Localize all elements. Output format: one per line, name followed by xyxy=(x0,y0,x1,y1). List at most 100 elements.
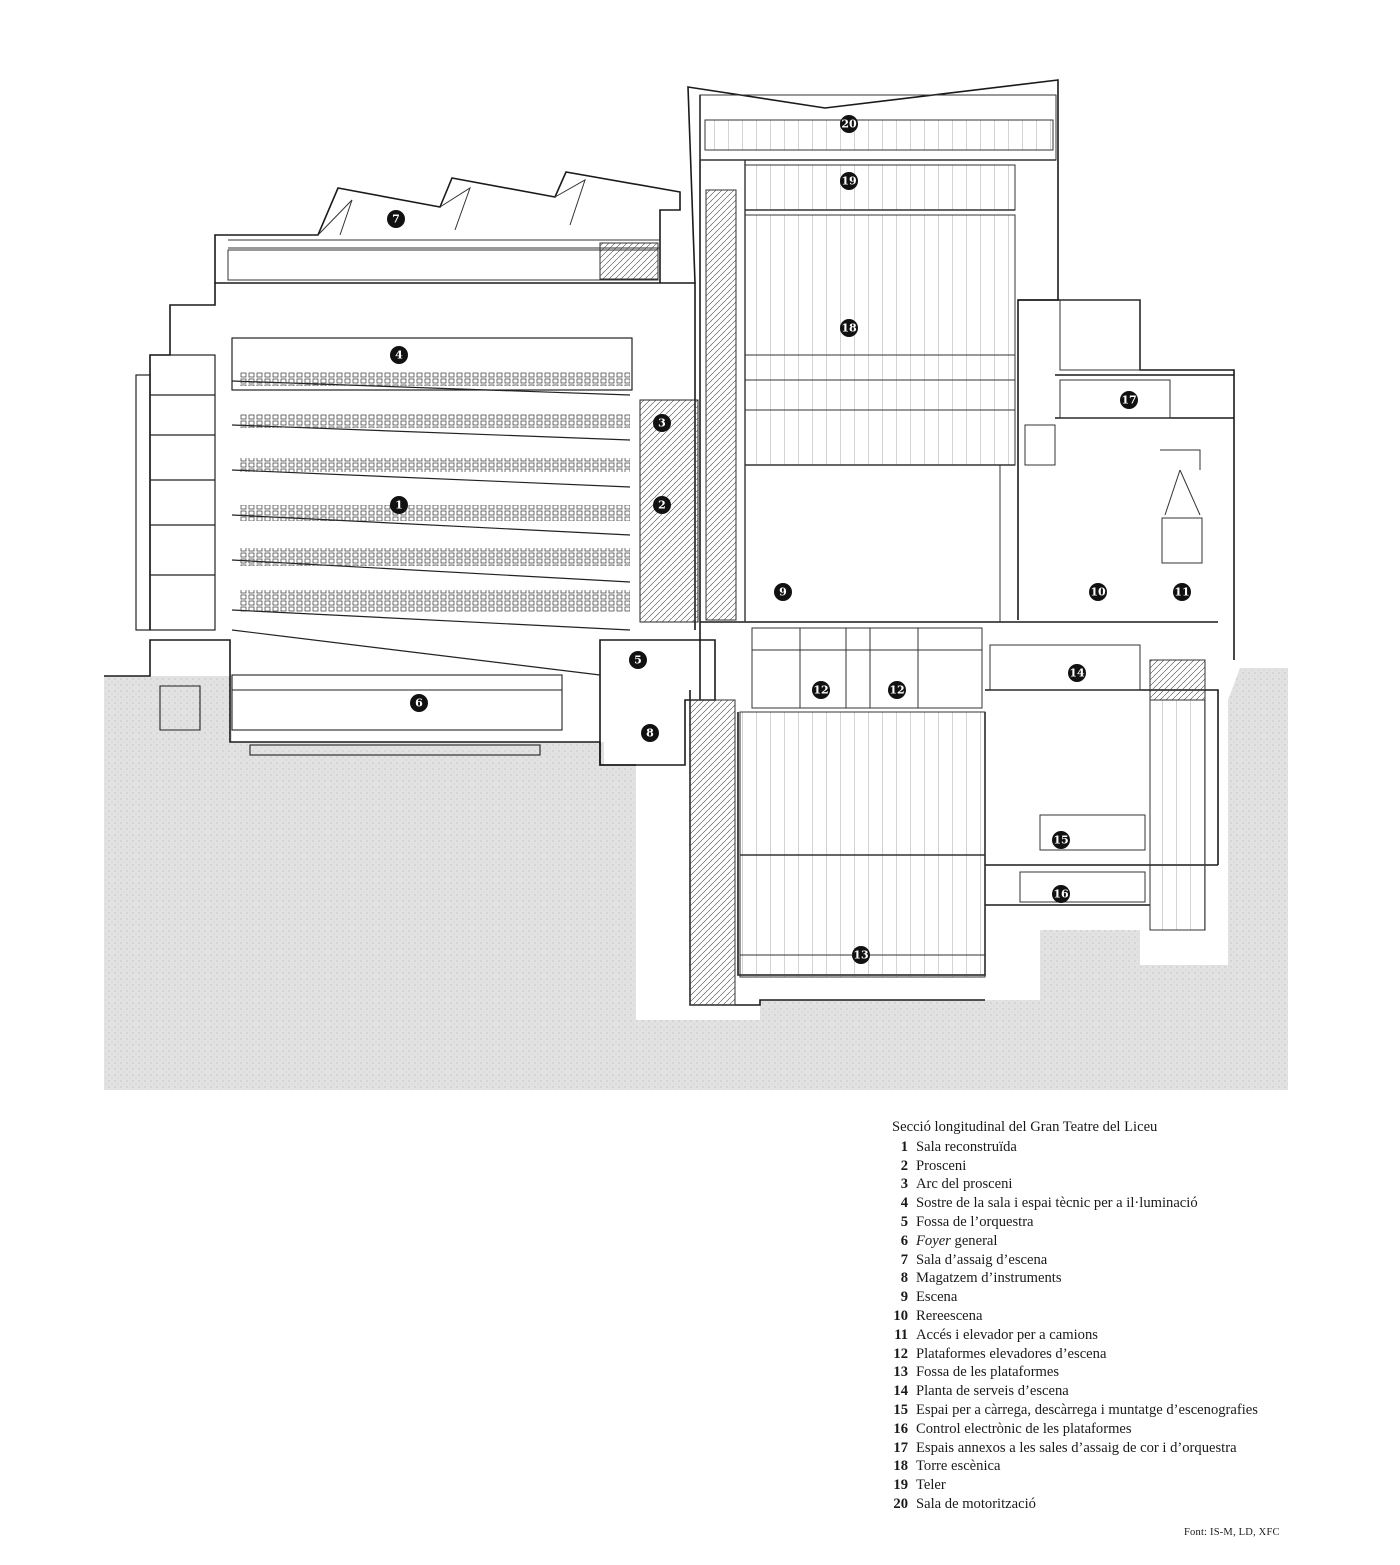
legend-item: 7 Sala d’assaig d’escena xyxy=(892,1251,1322,1270)
rehearsal-roof-trusses xyxy=(227,178,660,281)
legend-number: 14 xyxy=(893,1383,908,1400)
svg-text:3: 3 xyxy=(658,417,666,430)
marker-15: 15 xyxy=(1052,831,1070,849)
ground xyxy=(104,668,1288,1090)
legend-label: Torre escènica xyxy=(916,1458,1001,1475)
marker-14: 14 xyxy=(1068,664,1086,682)
legend-item: 12 Plataformes elevadores d’escena xyxy=(892,1345,1322,1364)
svg-text:15: 15 xyxy=(1053,834,1068,847)
legend-label: Plataformes elevadores d’escena xyxy=(916,1345,1107,1362)
legend-number: 3 xyxy=(900,1176,908,1193)
marker-5: 5 xyxy=(629,651,647,669)
backstage-structure xyxy=(989,299,1206,931)
legend-item: 3 Arc del prosceni xyxy=(892,1175,1322,1194)
svg-text:11: 11 xyxy=(1174,586,1189,599)
svg-text:20: 20 xyxy=(841,118,857,131)
legend-label: Fossa de l’orquestra xyxy=(916,1213,1034,1230)
legend-number: 18 xyxy=(893,1458,908,1475)
svg-text:5: 5 xyxy=(634,654,642,667)
svg-text:2: 2 xyxy=(658,499,666,512)
legend-label: Control electrònic de les plataformes xyxy=(916,1420,1132,1437)
svg-text:9: 9 xyxy=(779,586,787,599)
marker-7: 7 xyxy=(387,210,405,228)
legend-number: 16 xyxy=(893,1420,908,1437)
legend-item: 6 Foyer general xyxy=(892,1232,1322,1251)
legend-label: Foyer general xyxy=(916,1232,997,1251)
legend-item: 14 Planta de serveis d’escena xyxy=(892,1382,1322,1401)
legend-label: Prosceni xyxy=(916,1157,967,1174)
legend-label: Planta de serveis d’escena xyxy=(916,1383,1069,1400)
legend-number: 19 xyxy=(893,1477,908,1494)
caption-title: Secció longitudinal del Gran Teatre del … xyxy=(892,1119,1158,1135)
legend-item: 4 Sostre de la sala i espai tècnic per a … xyxy=(892,1194,1322,1213)
marker-11: 11 xyxy=(1173,583,1191,601)
legend-item: 2 Prosceni xyxy=(892,1157,1322,1176)
legend-label: Rereescena xyxy=(916,1307,983,1324)
marker-1: 1 xyxy=(390,496,408,514)
svg-text:8: 8 xyxy=(646,727,654,740)
legend-label: Escena xyxy=(916,1289,958,1306)
marker-10: 10 xyxy=(1089,583,1107,601)
legend-label: Sala de motorització xyxy=(916,1495,1036,1512)
marker-16: 16 xyxy=(1052,885,1070,903)
legend-number: 8 xyxy=(900,1270,908,1287)
legend-number: 10 xyxy=(893,1307,908,1324)
svg-text:14: 14 xyxy=(1069,667,1085,680)
marker-4: 4 xyxy=(390,346,408,364)
legend-number: 7 xyxy=(900,1251,908,1268)
legend-label: Espai per a càrrega, descàrrega i muntat… xyxy=(916,1401,1258,1418)
svg-text:16: 16 xyxy=(1053,888,1069,901)
foyer-structure xyxy=(159,674,563,756)
legend-label-rest: general xyxy=(954,1232,998,1249)
caption-block: Secció longitudinal del Gran Teatre del … xyxy=(892,1118,1322,1514)
svg-text:4: 4 xyxy=(395,349,403,362)
marker-2: 2 xyxy=(653,496,671,514)
marker-3: 3 xyxy=(653,414,671,432)
legend-label: Sala d’assaig d’escena xyxy=(916,1251,1048,1268)
legend-number: 1 xyxy=(900,1138,908,1155)
source-credit: Font: IS-M, LD, XFC xyxy=(1184,1527,1280,1538)
svg-text:13: 13 xyxy=(853,949,868,962)
marker-12a: 12 xyxy=(812,681,830,699)
legend-number: 12 xyxy=(893,1345,908,1362)
legend-number: 4 xyxy=(900,1195,908,1212)
svg-text:12: 12 xyxy=(813,684,828,697)
legend-label: Fossa de les plataformes xyxy=(916,1364,1060,1381)
marker-20: 20 xyxy=(840,115,858,133)
marker-17: 17 xyxy=(1120,391,1138,409)
svg-text:12: 12 xyxy=(889,684,904,697)
legend-item: 10 Rereescena xyxy=(892,1307,1322,1326)
auditorium-tiers xyxy=(135,337,699,676)
legend-number: 9 xyxy=(900,1289,908,1306)
fly-tower-rigging xyxy=(699,94,1057,622)
legend-label: Accés i elevador per a camions xyxy=(916,1326,1098,1343)
marker-8: 8 xyxy=(641,724,659,742)
svg-text:6: 6 xyxy=(415,697,423,710)
marker-12b: 12 xyxy=(888,681,906,699)
svg-text:17: 17 xyxy=(1121,394,1136,407)
legend-label: Magatzem d’instruments xyxy=(916,1270,1062,1287)
section-drawing: 1 2 3 4 5 6 7 8 9 10 11 12 12 13 14 15 1… xyxy=(104,79,1288,1090)
legend-label: Sostre de la sala i espai tècnic per a i… xyxy=(916,1195,1198,1212)
legend-item: 18 Torre escènica xyxy=(892,1457,1322,1476)
legend-label: Arc del prosceni xyxy=(916,1176,1013,1193)
diagram-markers: 1 2 3 4 5 6 7 8 9 10 11 12 12 13 14 15 1… xyxy=(387,115,1191,964)
legend-label-italic: Foyer xyxy=(916,1232,951,1249)
legend-number: 2 xyxy=(900,1157,908,1174)
svg-text:19: 19 xyxy=(841,175,856,188)
legend-number: 20 xyxy=(893,1495,908,1512)
legend-number: 6 xyxy=(900,1232,908,1249)
marker-9: 9 xyxy=(774,583,792,601)
svg-text:18: 18 xyxy=(841,322,857,335)
svg-text:10: 10 xyxy=(1090,586,1106,599)
svg-text:7: 7 xyxy=(392,213,400,226)
marker-19: 19 xyxy=(840,172,858,190)
